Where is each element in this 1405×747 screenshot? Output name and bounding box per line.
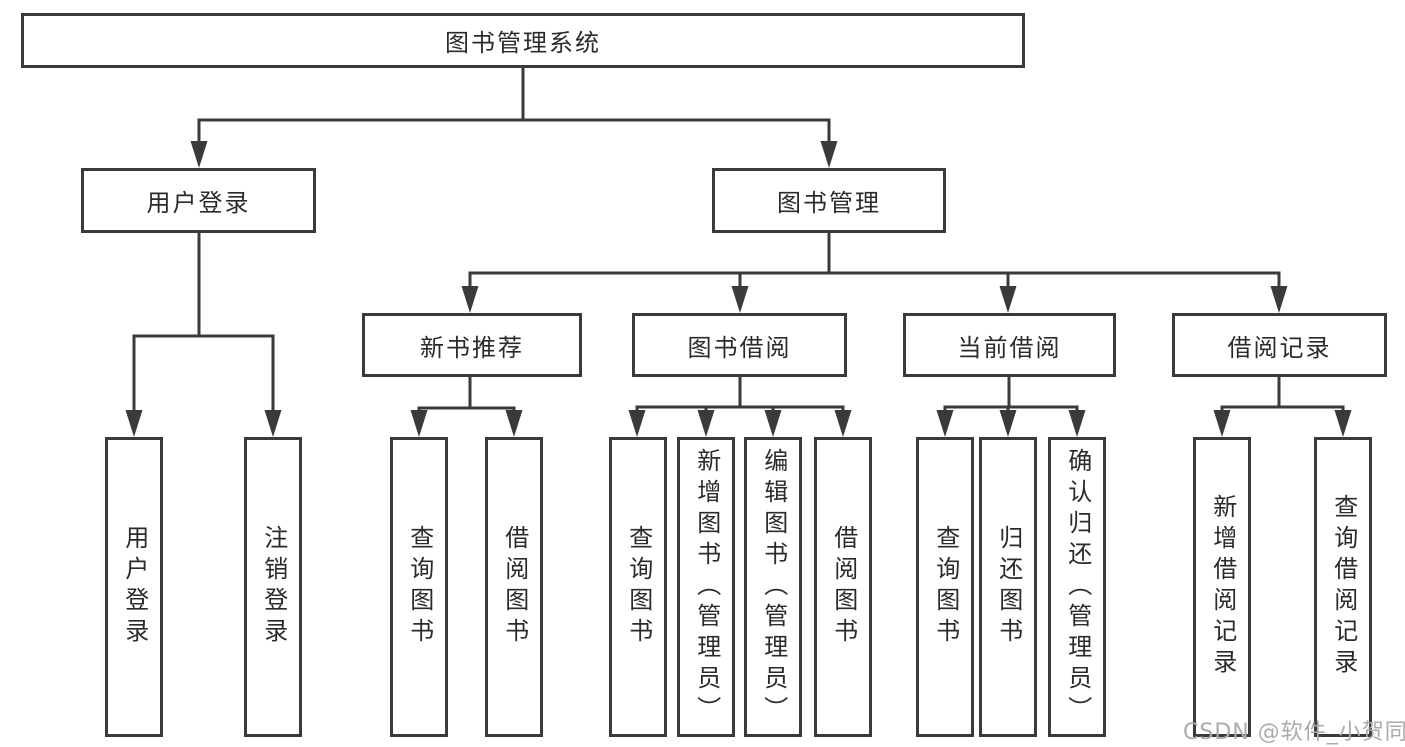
leaf-query-borrow-record: 查询借阅记录 — [1314, 437, 1372, 737]
leaf-label: 查询图书 — [931, 525, 960, 649]
leaf-label: 注销登录 — [259, 525, 288, 649]
leaf-add-books-admin: 新增图书（管理员） — [677, 437, 735, 737]
leaf-query-books-current: 查询图书 — [916, 437, 974, 737]
leaf-edit-books-admin: 编辑图书（管理员） — [744, 437, 802, 737]
leaf-return-books: 归还图书 — [979, 437, 1037, 737]
node-user-login: 用户登录 — [81, 168, 316, 233]
node-new-book-recommend: 新书推荐 — [362, 313, 582, 377]
leaf-label: 归还图书 — [994, 525, 1023, 649]
leaf-label: 用户登录 — [120, 525, 149, 649]
node-root-book-management-system: 图书管理系统 — [21, 13, 1025, 68]
leaf-label: 查询借阅记录 — [1329, 494, 1358, 680]
csdn-watermark: CSDN @软件_小贺同学 — [1183, 720, 1405, 745]
leaf-borrow-books: 借阅图书 — [814, 437, 872, 737]
leaf-label: 编辑图书（管理员） — [759, 447, 788, 727]
leaf-logout: 注销登录 — [244, 437, 302, 737]
leaf-add-borrow-record: 新增借阅记录 — [1193, 437, 1251, 737]
node-book-borrow: 图书借阅 — [632, 313, 847, 377]
node-current-borrow: 当前借阅 — [903, 313, 1116, 377]
leaf-borrow-books-recommend: 借阅图书 — [485, 437, 543, 737]
leaf-query-books-borrow: 查询图书 — [609, 437, 667, 737]
leaf-label: 新增图书（管理员） — [692, 447, 721, 727]
leaf-user-login: 用户登录 — [105, 437, 163, 737]
arrowheads — [125, 141, 1352, 437]
node-borrow-records: 借阅记录 — [1172, 313, 1387, 377]
leaf-confirm-return-admin: 确认归还（管理员） — [1048, 437, 1106, 737]
leaf-label: 新增借阅记录 — [1208, 494, 1237, 680]
leaf-label: 确认归还（管理员） — [1063, 447, 1092, 727]
leaf-query-books-recommend: 查询图书 — [390, 437, 448, 737]
leaf-label: 借阅图书 — [829, 525, 858, 649]
node-book-management: 图书管理 — [712, 168, 946, 233]
leaf-label: 查询图书 — [624, 525, 653, 649]
leaf-label: 查询图书 — [405, 525, 434, 649]
connector-strokes — [132, 68, 1345, 414]
leaf-label: 借阅图书 — [500, 525, 529, 649]
